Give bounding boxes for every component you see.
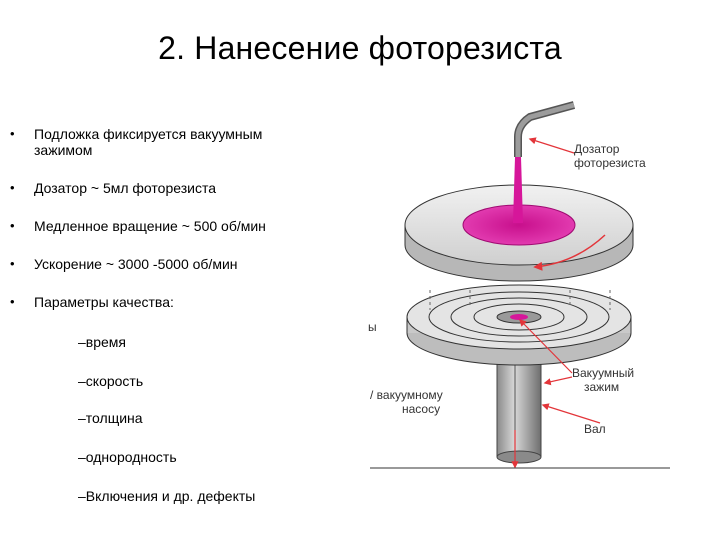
bullet-list: • Подложка фиксируется вакуумным зажимом…	[10, 126, 266, 504]
quality-parameter: –однородность	[78, 449, 177, 465]
dispenser-tube	[514, 101, 576, 157]
quality-parameter: –Включения и др. дефекты	[78, 488, 256, 504]
label-dispenser-line2: фоторезиста	[574, 156, 646, 170]
bullet-dot: •	[10, 218, 15, 233]
label-pointers	[511, 137, 601, 469]
spin-coater-diagram: Дозатор фоторезиста ы Вакуумный зажим / …	[368, 101, 670, 469]
bullet-text: Параметры качества:	[34, 294, 174, 310]
bullet-text: Медленное вращение ~ 500 об/мин	[34, 218, 266, 234]
label-shaft: Вал	[584, 422, 606, 436]
bullet-dot: •	[10, 294, 15, 309]
label-dispenser-line1: Дозатор	[574, 142, 620, 156]
label-vacuum-chuck-line2: зажим	[584, 380, 619, 394]
quality-parameter: –скорость	[78, 373, 144, 389]
vacuum-flow-lines	[429, 290, 611, 310]
vacuum-chuck	[406, 284, 632, 366]
rotation-arrow	[533, 234, 606, 271]
bullet-text: Дозатор ~ 5мл фоторезиста	[34, 180, 216, 196]
quality-parameter: –толщина	[78, 410, 143, 426]
label-vacuum-chuck-line1: Вакуумный	[572, 366, 634, 380]
label-to-pump-line1: / вакуумному	[370, 388, 443, 402]
slide-title: 2. Нанесение фоторезиста	[158, 30, 562, 66]
bullet-dot: •	[10, 126, 15, 141]
wafer-disk	[404, 184, 634, 282]
quality-parameter: –время	[78, 334, 127, 350]
resist-stream	[513, 157, 523, 223]
bullet-text: Ускорение ~ 3000 -5000 об/мин	[34, 256, 238, 272]
bullet-dot: •	[10, 256, 15, 271]
label-to-pump-line2: насосу	[402, 402, 440, 416]
label-fragment: ы	[368, 320, 377, 334]
bullet-text: Подложка фиксируется вакуумным зажимом	[34, 126, 263, 158]
bullet-dot: •	[10, 180, 15, 195]
